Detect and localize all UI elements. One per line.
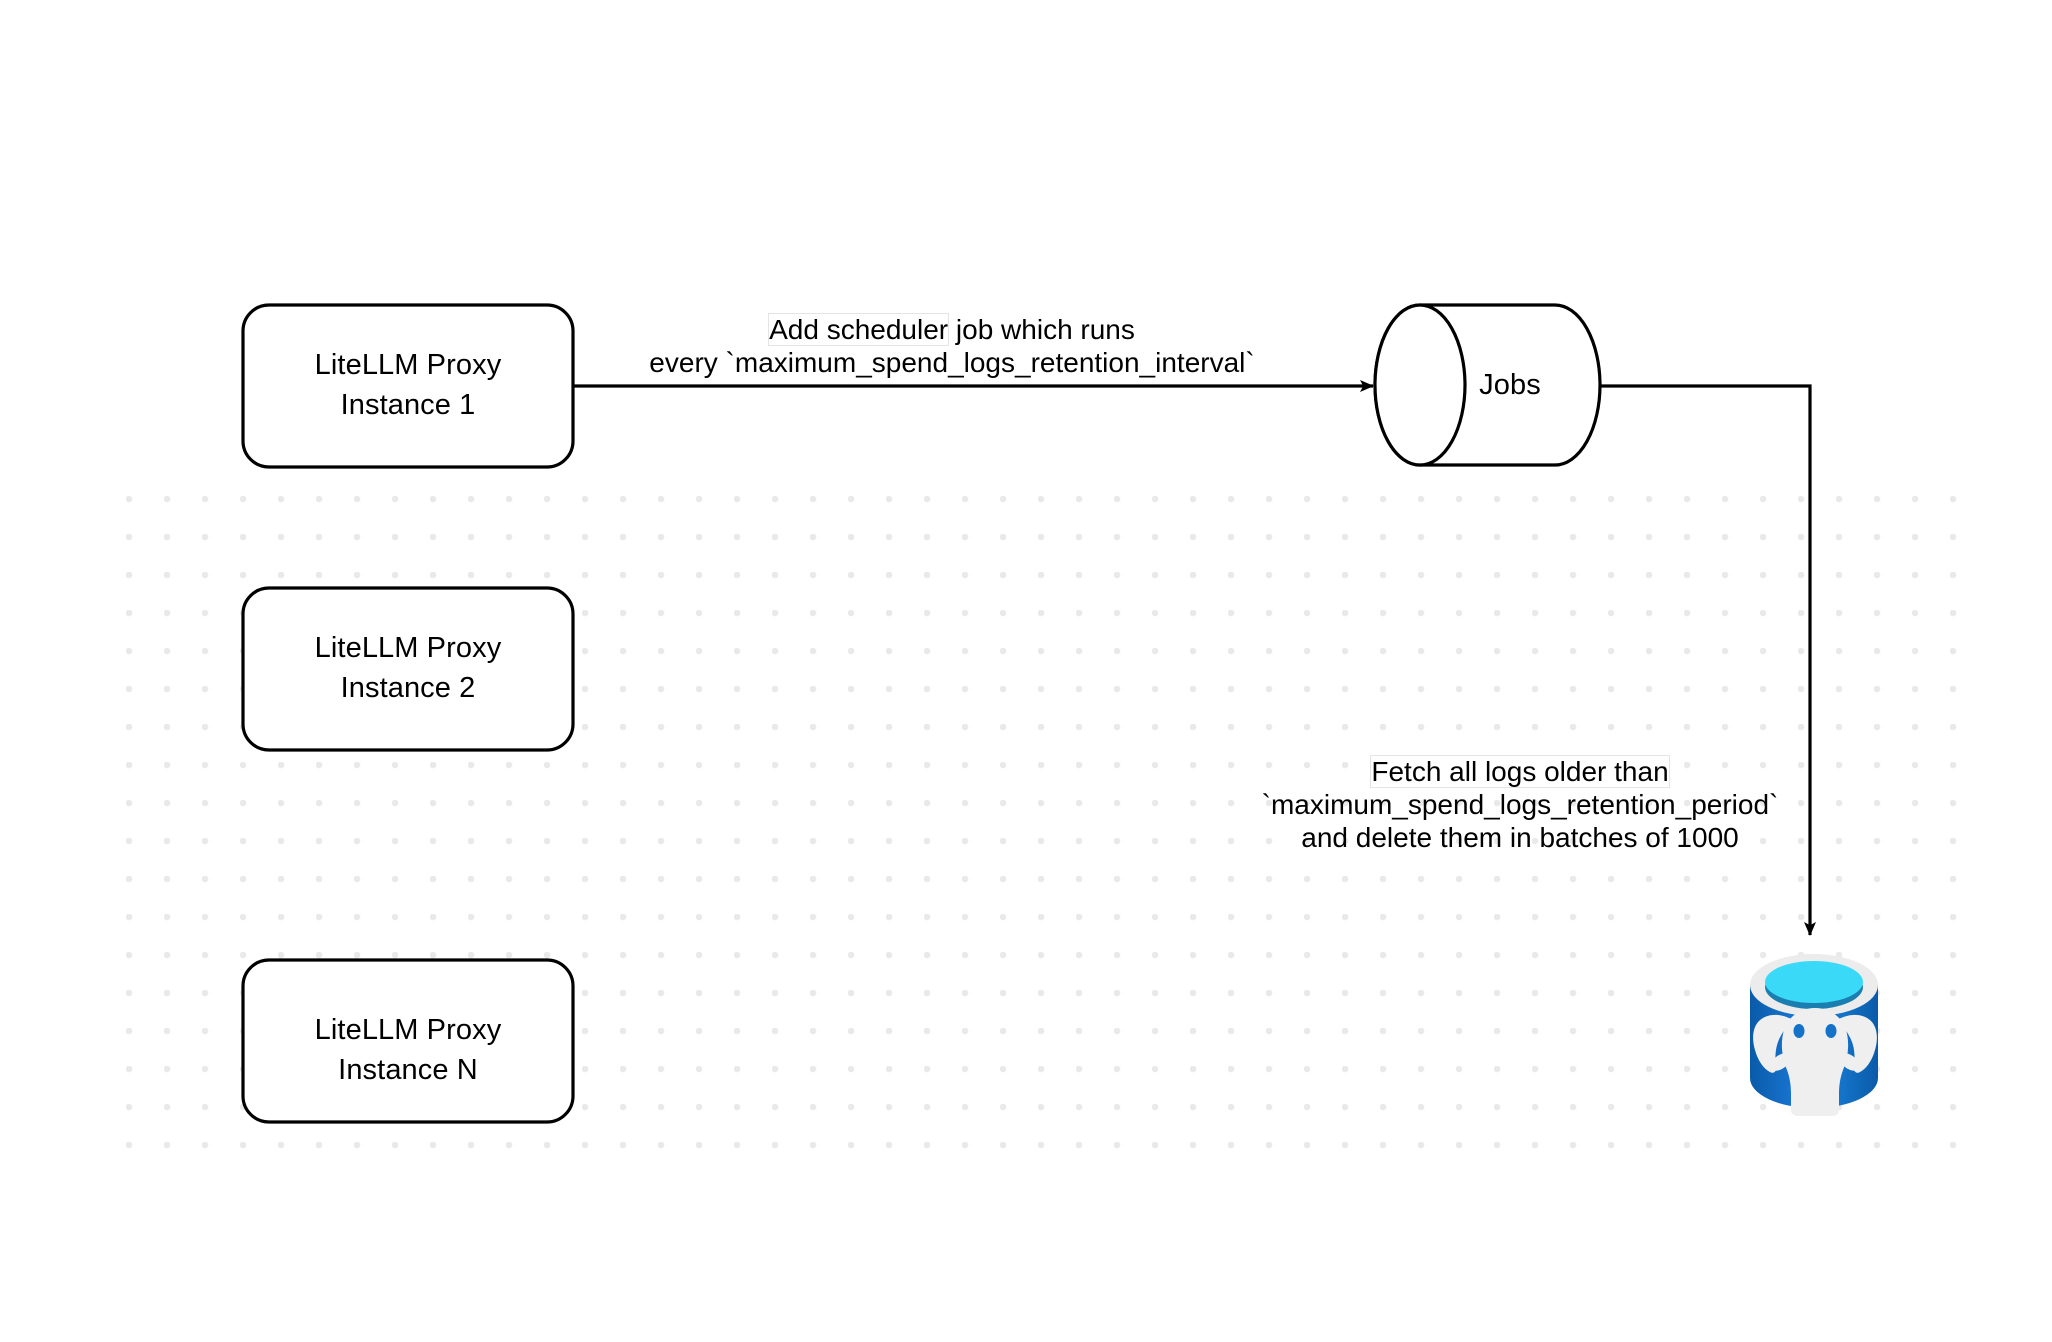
node-jobs-cylinder[interactable] (1373, 303, 1602, 467)
node-proxy-instance-1-label: LiteLLM Proxy Instance 1 (314, 349, 502, 421)
edge-scheduler-label-highlight: Add scheduler (769, 314, 949, 345)
edge-delete-logs-line (1600, 384, 1816, 936)
edge-scheduler-label-line-1-rest: job which runs (948, 314, 1135, 345)
node-proxy-instance-2[interactable] (241, 586, 575, 752)
db-top-fill (1765, 961, 1863, 1003)
edge-delete-logs-label-line-2: `maximum_spend_logs_retention_period` (1261, 789, 1779, 820)
node-proxy-instance-n-label: LiteLLM Proxy Instance N (314, 1014, 502, 1086)
node-proxy-instance-2-label: LiteLLM Proxy Instance 2 (314, 632, 502, 704)
edge-delete-logs-label: Fetch all logs older than `maximum_spend… (1230, 755, 1810, 854)
node-jobs-label: Jobs (1479, 369, 1541, 401)
postgres-database-icon[interactable] (1750, 954, 1878, 1116)
edge-delete-logs-label-highlight: Fetch all logs older than (1371, 756, 1669, 787)
edge-scheduler-label: Add scheduler job which runs every `maxi… (602, 313, 1302, 379)
node-proxy-instance-n[interactable] (241, 958, 575, 1124)
edge-delete-logs-label-line-1: Fetch all logs older than (1230, 755, 1810, 788)
edge-scheduler-label-line-1: Add scheduler job which runs (602, 313, 1302, 346)
postgres-elephant-eyes (1793, 1024, 1837, 1038)
edge-delete-logs-label-line-3: and delete them in batches of 1000 (1301, 822, 1739, 853)
jobs-cylinder-cap (1373, 303, 1467, 467)
edge-scheduler-label-line-2: every `maximum_spend_logs_retention_inte… (649, 347, 1255, 378)
